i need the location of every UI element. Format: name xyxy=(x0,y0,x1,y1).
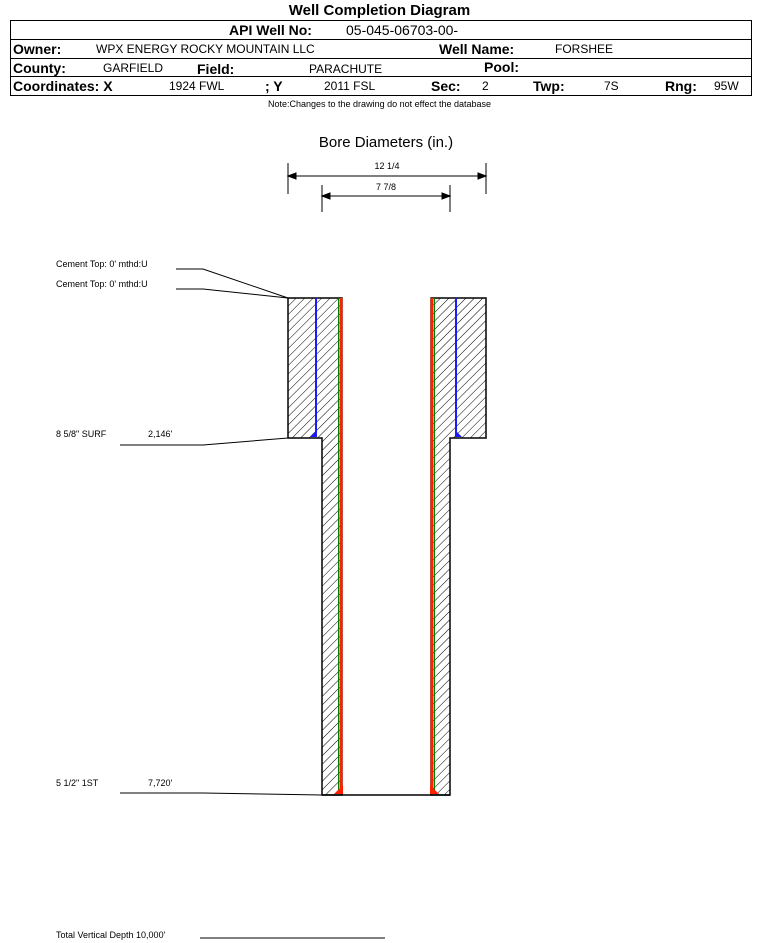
county-row: County: GARFIELD Field: PARACHUTE Pool: xyxy=(11,58,751,77)
surface-casing xyxy=(310,298,462,437)
coord-x-value: 1924 FWL xyxy=(169,79,225,93)
sec-label: Sec: xyxy=(431,78,461,94)
production-casing-name: 5 1/2" 1ST xyxy=(56,778,99,788)
api-row: API Well No: 05-045-06703-00- xyxy=(11,21,751,39)
production-casing-depth: 7,720' xyxy=(148,778,173,788)
api-value: 05-045-06703-00- xyxy=(346,22,459,38)
page-title: Well Completion Diagram xyxy=(288,2,471,19)
bore-diameters-title: Bore Diameters (in.) xyxy=(318,134,454,151)
coord-y-value: 2011 FSL xyxy=(324,79,376,93)
coord-y-label: ; Y xyxy=(265,78,283,94)
api-label: API Well No: xyxy=(229,22,312,38)
cement-top-label-1: Cement Top: 0' mthd:U xyxy=(56,259,148,269)
production-casing-shoe-left xyxy=(334,785,343,794)
production-casing xyxy=(334,298,439,794)
field-value: PARACHUTE xyxy=(309,62,383,76)
county-label: County: xyxy=(13,60,66,76)
pool-label: Pool: xyxy=(484,59,519,75)
twp-value: 7S xyxy=(604,79,619,93)
owner-row: Owner: WPX ENERGY ROCKY MOUNTAIN LLC Wel… xyxy=(11,39,751,58)
sec-value: 2 xyxy=(482,79,489,93)
rng-value: 95W xyxy=(714,79,739,93)
bore-diameter-2: 7 7/8 xyxy=(375,182,397,192)
surface-casing-shoe-right xyxy=(455,430,462,437)
coord-x-label: Coordinates: X xyxy=(13,78,113,94)
well-header-table: API Well No: 05-045-06703-00- Owner: WPX… xyxy=(10,20,752,96)
twp-label: Twp: xyxy=(533,78,565,94)
database-note: Note:Changes to the drawing do not effec… xyxy=(268,99,491,109)
surface-casing-shoe-left xyxy=(310,430,317,437)
production-casing-shoe-right xyxy=(430,785,439,794)
owner-value: WPX ENERGY ROCKY MOUNTAIN LLC xyxy=(96,42,315,56)
rng-label: Rng: xyxy=(665,78,697,94)
well-name-value: FORSHEE xyxy=(555,42,614,56)
bore-diameter-1: 12 1/4 xyxy=(374,161,400,171)
leader-lines xyxy=(120,268,385,939)
surface-casing-name: 8 5/8" SURF xyxy=(56,429,107,439)
well-name-label: Well Name: xyxy=(439,41,515,57)
coordinates-row: Coordinates: X 1924 FWL ; Y 2011 FSL Sec… xyxy=(11,76,751,95)
surface-casing-depth: 2,146' xyxy=(148,429,173,439)
total-depth-label: Total Vertical Depth 10,000' xyxy=(56,930,166,940)
county-value: GARFIELD xyxy=(103,61,164,75)
field-label: Field: xyxy=(197,61,235,77)
cement-top-label-2: Cement Top: 0' mthd:U xyxy=(56,279,148,289)
cement-sheath xyxy=(287,297,487,796)
owner-label: Owner: xyxy=(13,41,62,57)
bore-dimension-lines xyxy=(286,163,488,212)
